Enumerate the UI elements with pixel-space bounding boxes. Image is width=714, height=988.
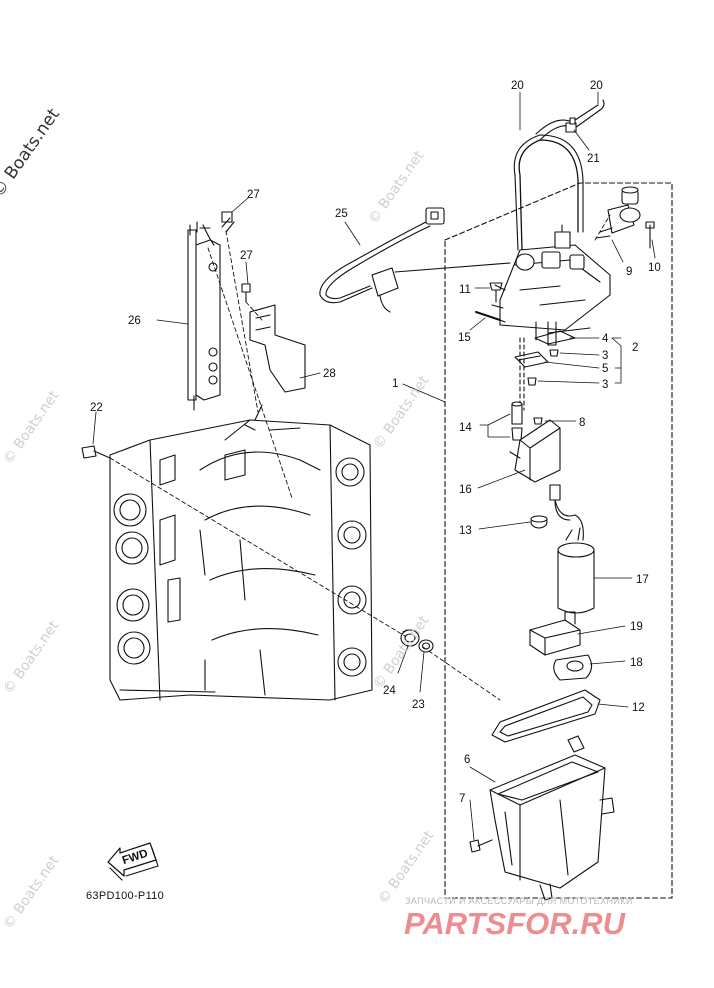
callout-25: 25 [335, 208, 348, 220]
collar-24 [400, 629, 420, 647]
callout-8: 8 [579, 417, 585, 429]
svg-text:© Boats.net: © Boats.net [365, 148, 427, 228]
bolt-27a [221, 211, 233, 223]
callout-9: 9 [626, 266, 632, 278]
callout-20a: 20 [511, 80, 524, 92]
callout-5: 5 [602, 363, 608, 375]
callout-10: 10 [648, 262, 661, 274]
float-chamber [489, 754, 606, 889]
bolt-10 [645, 221, 655, 249]
callout-20b: 20 [590, 80, 603, 92]
bracket-26 [187, 229, 197, 401]
callout-27b: 27 [240, 250, 253, 262]
callout-19: 19 [630, 621, 643, 633]
screw-3a [549, 349, 559, 357]
fuel-pump-17 [557, 549, 595, 614]
screw-7 [469, 839, 481, 853]
callout-17: 17 [636, 574, 649, 586]
wire-harness-25 [319, 219, 431, 304]
filter-19 [529, 619, 581, 656]
callout-6: 6 [464, 754, 470, 766]
pin-15 [475, 311, 501, 321]
svg-text:© Boats.net: © Boats.net [0, 388, 62, 468]
bolt-22 [81, 445, 97, 459]
callout-15: 15 [458, 332, 471, 344]
callout-4: 4 [602, 333, 609, 345]
callout-16: 16 [459, 484, 472, 496]
screw-11 [489, 282, 503, 303]
svg-text:© Boats.net: © Boats.net [370, 373, 432, 453]
brand-logo: PARTSFOR.RU [404, 906, 626, 941]
callout-23: 23 [412, 699, 425, 711]
gasket-4 [534, 330, 576, 345]
callout-3b: 3 [602, 379, 608, 391]
fitting-14 [511, 403, 523, 425]
callout-27a: 27 [247, 189, 260, 201]
callout-28: 28 [323, 368, 336, 380]
callout-21: 21 [587, 153, 600, 165]
engine-block [109, 404, 373, 701]
washer-23 [418, 639, 434, 653]
callout-3a: 3 [602, 350, 608, 362]
plate-28 [249, 304, 306, 393]
callout-13: 13 [459, 525, 472, 537]
gasket-12 [491, 689, 601, 743]
callout-14: 14 [459, 422, 472, 434]
callout-26: 26 [128, 315, 141, 327]
brand-tagline: ЗАПЧАСТИ И АКСЕССУАРЫ ДЛЯ МОТОТЕХНИКИ [405, 896, 633, 906]
bolt-27b [241, 283, 251, 303]
screw-3b [527, 377, 537, 386]
callout-7: 7 [459, 793, 465, 805]
callout-22: 22 [90, 402, 103, 414]
fuel-hose-20b [539, 99, 605, 141]
svg-text:© Boats.net: © Boats.net [370, 613, 432, 693]
svg-text:© Boats.net: © Boats.net [0, 853, 62, 933]
callout-11: 11 [459, 284, 471, 296]
screw-8 [533, 417, 543, 425]
callout-24: 24 [383, 685, 396, 697]
diagram-code: 63PD100-P110 [86, 890, 165, 902]
callout-2: 2 [632, 342, 638, 354]
svg-text:© Boats.net: © Boats.net [0, 618, 62, 698]
assembly-outline [444, 182, 673, 899]
callout-18: 18 [630, 657, 643, 669]
callout-1: 1 [392, 378, 398, 390]
callout-12: 12 [632, 702, 645, 714]
